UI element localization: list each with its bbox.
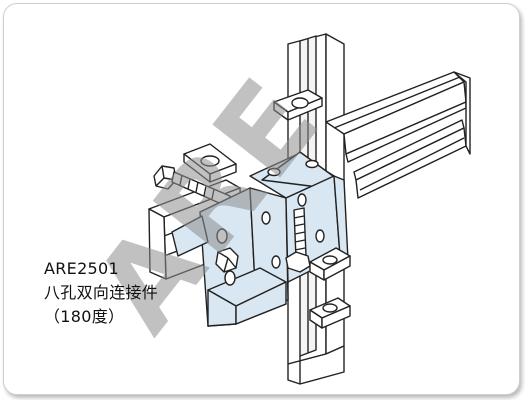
figure-card: ARE ARE2501 八孔双向连接件 （180度）	[3, 3, 520, 395]
left-bolt	[153, 165, 231, 207]
product-description: 八孔双向连接件	[44, 283, 159, 302]
label-block: ARE2501 八孔双向连接件 （180度）	[44, 257, 158, 329]
top-clamp	[273, 89, 323, 121]
eight-hole-bracket	[171, 151, 349, 327]
connector-drawing: ARE	[67, 33, 471, 385]
horizontal-channel	[325, 71, 471, 199]
model-code: ARE2501	[44, 259, 119, 278]
upper-clamp	[183, 143, 237, 183]
right-bolt	[285, 207, 311, 273]
lower-clamps	[309, 247, 351, 329]
angle-note: （180度）	[44, 307, 125, 326]
